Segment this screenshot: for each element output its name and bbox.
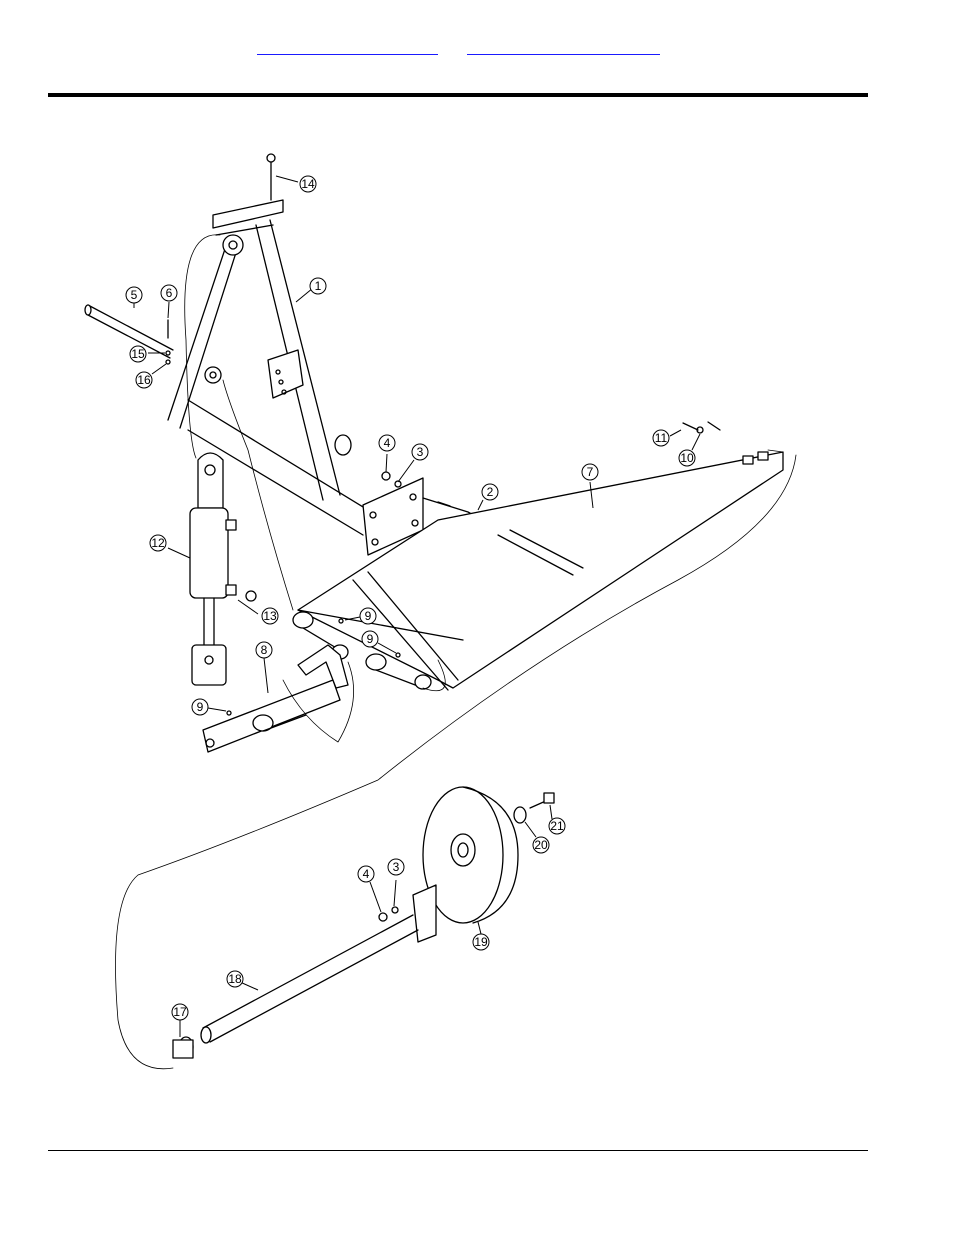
svg-text:6: 6 [166, 286, 173, 300]
svg-text:11: 11 [655, 431, 668, 445]
svg-text:14: 14 [301, 177, 315, 191]
svg-text:12: 12 [151, 536, 165, 550]
svg-text:21: 21 [550, 819, 564, 833]
svg-text:9: 9 [367, 632, 374, 646]
header-link-2[interactable] [467, 38, 660, 55]
callout-12: 12 [150, 535, 190, 558]
callout-2: 2 [478, 484, 498, 510]
callout-15: 15 [130, 346, 165, 362]
svg-text:10: 10 [680, 451, 694, 465]
svg-text:9: 9 [365, 609, 372, 623]
callout-20: 20 [525, 822, 549, 853]
disc-shaft [173, 885, 436, 1058]
callout-18: 18 [227, 971, 258, 990]
callout-10: 10 [679, 434, 700, 466]
callout-11: 11 [653, 430, 681, 446]
svg-text:3: 3 [417, 445, 424, 459]
svg-text:19: 19 [474, 935, 488, 949]
svg-text:8: 8 [261, 643, 268, 657]
header-divider [48, 93, 868, 97]
callout-4: 4 [379, 435, 395, 472]
callout-14: 14 [276, 176, 316, 192]
svg-text:16: 16 [137, 373, 151, 387]
exploded-view-drawing: 1 2 3 4 5 6 7 8 9 9 9 10 11 12 13 14 15 … [78, 140, 798, 1080]
svg-text:20: 20 [534, 838, 548, 852]
svg-text:1: 1 [315, 279, 322, 293]
callout-8: 8 [256, 642, 272, 693]
pivot-rod [85, 305, 173, 358]
svg-text:3: 3 [393, 860, 400, 874]
callout-21: 21 [549, 805, 565, 834]
callout-17: 17 [172, 1004, 188, 1037]
svg-text:4: 4 [384, 436, 391, 450]
svg-text:13: 13 [263, 609, 277, 623]
main-beam [293, 452, 783, 690]
callout-9c: 9 [192, 699, 226, 715]
callout-19: 19 [473, 922, 489, 950]
callout-3: 3 [398, 444, 428, 482]
svg-text:5: 5 [131, 288, 138, 302]
svg-text:15: 15 [131, 347, 145, 361]
callout-3b: 3 [388, 859, 404, 906]
disc-blade [423, 787, 554, 923]
svg-text:4: 4 [363, 867, 370, 881]
header-links [0, 38, 954, 58]
footer-divider [48, 1150, 868, 1151]
callout-16: 16 [136, 364, 166, 388]
callout-6: 6 [161, 285, 177, 318]
hydraulic-cylinder [190, 453, 236, 685]
header-link-1[interactable] [257, 38, 438, 55]
svg-text:7: 7 [587, 465, 594, 479]
svg-text:17: 17 [173, 1005, 187, 1019]
callout-13: 13 [238, 600, 278, 624]
svg-text:9: 9 [197, 700, 204, 714]
svg-text:2: 2 [487, 485, 494, 499]
callout-5: 5 [126, 287, 142, 308]
a-frame-mast [168, 200, 340, 500]
callout-4b: 4 [358, 866, 381, 912]
svg-text:18: 18 [228, 972, 242, 986]
parts-diagram: 1 2 3 4 5 6 7 8 9 9 9 10 11 12 13 14 15 … [78, 140, 798, 1080]
callout-1: 1 [296, 278, 326, 302]
